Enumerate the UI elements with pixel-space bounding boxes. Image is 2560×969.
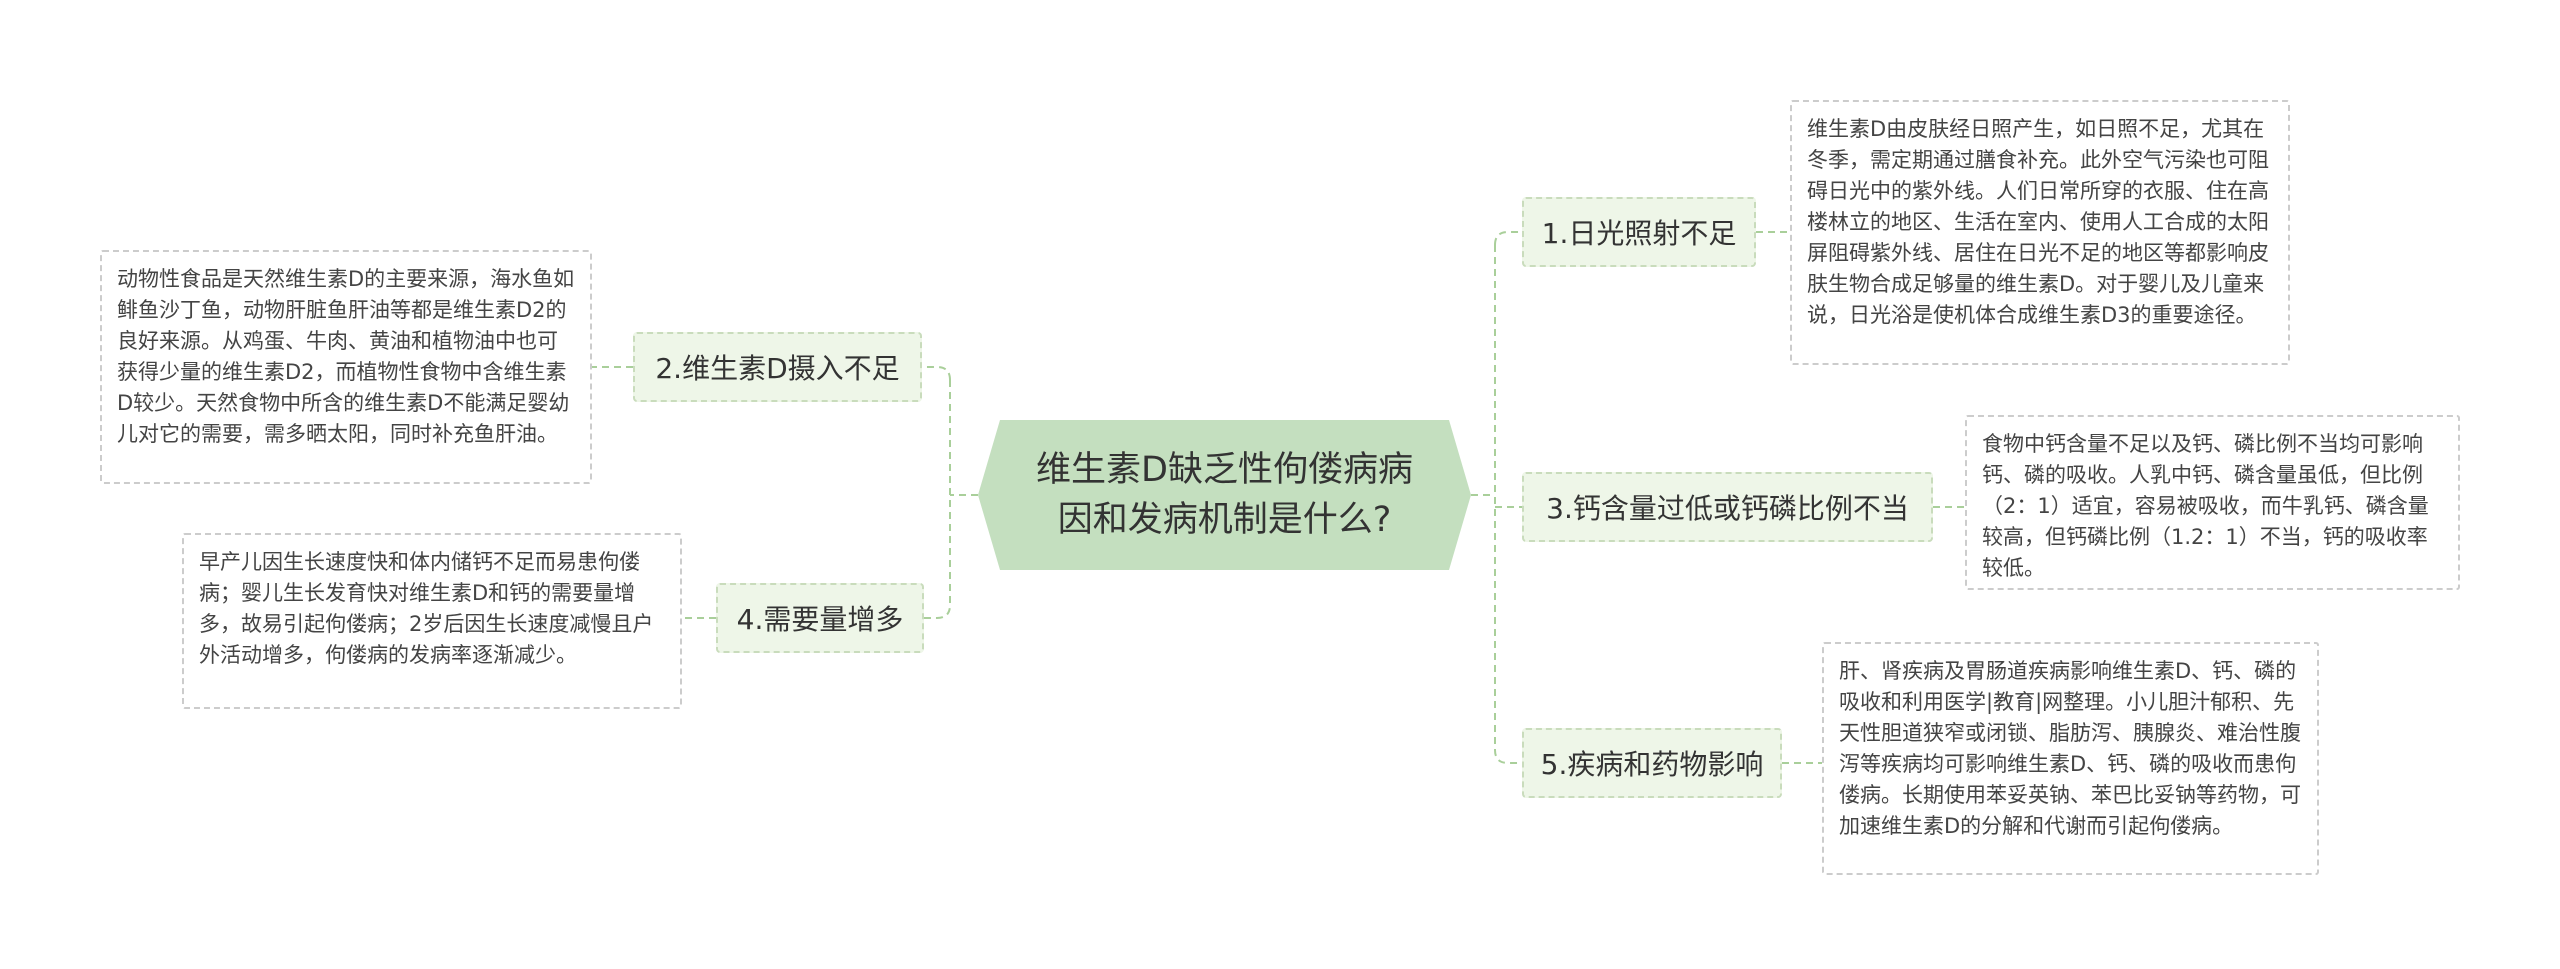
branch-demand-label: 4.需要量增多 [736,603,904,636]
leaf-calcium-text: 食物中钙含量不足以及钙、磷比例不当均可影响钙、磷的吸收。人乳中钙、磷含量虽低，但… [1982,432,2429,580]
connector-trunk-left [922,366,951,619]
root-topic[interactable]: 维生素D缺乏性佝偻病病 因和发病机制是什么? [978,420,1471,570]
branch-demand[interactable]: 4.需要量增多 [716,583,924,653]
connector-trunk-right [1494,231,1522,764]
leaf-calcium: 食物中钙含量不足以及钙、磷比例不当均可影响钙、磷的吸收。人乳中钙、磷含量虽低，但… [1965,415,2460,590]
leaf-demand: 早产儿因生长速度快和体内储钙不足而易患佝偻病；婴儿生长发育快对维生素D和钙的需要… [182,533,682,709]
leaf-sunlight: 维生素D由皮肤经日照产生，如日照不足，尤其在冬季，需定期通过膳食补充。此外空气污… [1790,100,2290,365]
root-title-line1: 维生素D缺乏性佝偻病病 [1036,450,1413,490]
branch-calcium-label: 3.钙含量过低或钙磷比例不当 [1546,492,1909,525]
root-topic-text: 维生素D缺乏性佝偻病病 因和发病机制是什么? [1036,445,1413,545]
branch-intake-label: 2.维生素D摄入不足 [655,352,900,385]
leaf-sunlight-text: 维生素D由皮肤经日照产生，如日照不足，尤其在冬季，需定期通过膳食补充。此外空气污… [1807,117,2269,327]
branch-intake[interactable]: 2.维生素D摄入不足 [633,332,922,402]
branch-disease[interactable]: 5.疾病和药物影响 [1522,728,1782,798]
leaf-demand-text: 早产儿因生长速度快和体内储钙不足而易患佝偻病；婴儿生长发育快对维生素D和钙的需要… [199,550,654,667]
branch-sunlight-label: 1.日光照射不足 [1541,217,1737,250]
leaf-intake: 动物性食品是天然维生素D的主要来源，海水鱼如鲱鱼沙丁鱼，动物肝脏鱼肝油等都是维生… [100,250,592,484]
leaf-disease-text: 肝、肾疾病及胃肠道疾病影响维生素D、钙、磷的吸收和利用医学|教育|网整理。小儿胆… [1839,659,2301,838]
branch-calcium[interactable]: 3.钙含量过低或钙磷比例不当 [1522,472,1933,542]
leaf-intake-text: 动物性食品是天然维生素D的主要来源，海水鱼如鲱鱼沙丁鱼，动物肝脏鱼肝油等都是维生… [117,267,575,446]
branch-sunlight[interactable]: 1.日光照射不足 [1522,197,1756,267]
branch-disease-label: 5.疾病和药物影响 [1540,748,1764,781]
leaf-disease: 肝、肾疾病及胃肠道疾病影响维生素D、钙、磷的吸收和利用医学|教育|网整理。小儿胆… [1822,642,2319,875]
root-title-line2: 因和发病机制是什么? [1057,500,1392,540]
